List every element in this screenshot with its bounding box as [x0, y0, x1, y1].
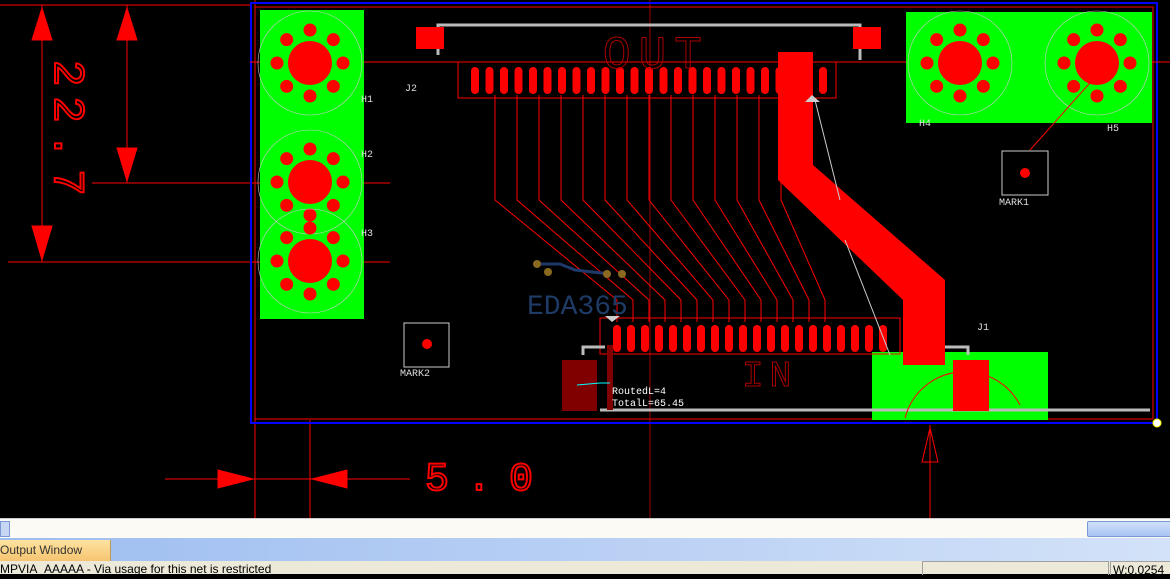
pad	[674, 67, 682, 94]
designator-h5: H5	[1107, 124, 1119, 135]
svg-text:EDA365: EDA365	[527, 292, 628, 323]
pad	[627, 325, 635, 352]
mount-pad-right	[953, 360, 989, 411]
origin-marker	[1152, 418, 1162, 428]
pad	[767, 325, 775, 352]
pad	[613, 325, 621, 352]
designator-mark2: MARK2	[400, 369, 430, 380]
pad	[601, 67, 610, 94]
pad	[514, 67, 523, 94]
pad	[837, 325, 845, 352]
dimension-vertical	[0, 4, 390, 263]
pad	[683, 325, 691, 352]
pad	[725, 325, 733, 352]
pad	[809, 325, 817, 352]
status-message: MPVIA_AAAAA - Via usage for this net is …	[0, 561, 1170, 574]
trace	[758, 95, 810, 322]
mounting-hole[interactable]	[257, 10, 363, 116]
pad	[572, 67, 581, 94]
pad	[819, 67, 827, 94]
status-field	[922, 561, 1109, 575]
pad	[529, 67, 537, 94]
trace	[626, 95, 714, 322]
pad	[587, 67, 595, 94]
pad	[543, 67, 552, 94]
dim-horizontal-label: 5.0	[425, 458, 551, 503]
pad	[746, 67, 755, 94]
pad	[753, 325, 761, 352]
pad	[717, 67, 726, 94]
trace	[714, 95, 778, 322]
pad	[851, 325, 859, 352]
mounting-hole[interactable]	[907, 10, 1013, 116]
pad	[688, 67, 697, 94]
horizontal-scrollbar[interactable]	[0, 518, 1170, 539]
fiducial-mark1[interactable]	[1001, 150, 1049, 196]
pad	[781, 325, 789, 352]
designator-h1: H1	[361, 95, 373, 106]
pad	[485, 67, 494, 94]
trace	[516, 95, 634, 322]
trace	[582, 95, 682, 322]
trace	[494, 95, 618, 322]
designator-mark1: MARK1	[999, 198, 1029, 209]
pad	[697, 325, 705, 352]
designator-j2: J2	[405, 84, 417, 95]
trace	[736, 95, 794, 322]
designator-j1: J1	[977, 323, 989, 334]
pad	[630, 67, 639, 94]
pad	[795, 325, 803, 352]
pad	[669, 325, 677, 352]
pad	[823, 325, 831, 352]
pad	[641, 325, 649, 352]
output-window-bar	[0, 538, 1170, 561]
scroll-thumb[interactable]	[1087, 521, 1170, 537]
pad	[761, 67, 769, 94]
pad	[558, 67, 566, 94]
pcb-canvas[interactable]: 22.7 5.0 E	[0, 0, 1170, 518]
width-readout: W:0.0254	[1110, 561, 1170, 577]
designator-h3: H3	[361, 229, 373, 240]
pad	[739, 325, 747, 352]
trace	[604, 95, 698, 322]
connector-j2[interactable]	[416, 23, 881, 99]
connector-j1[interactable]	[562, 317, 1150, 419]
trace	[560, 95, 666, 322]
board-outline	[250, 2, 1158, 424]
mount-pad-left	[562, 360, 597, 411]
pad	[732, 67, 740, 94]
silk-in: IN	[742, 356, 797, 397]
tab-output-window[interactable]: Output Window	[0, 540, 111, 561]
eda365-logo: EDA365	[527, 260, 628, 323]
scroll-left-button[interactable]	[0, 521, 10, 537]
pad	[655, 325, 663, 352]
mounting-hole[interactable]	[257, 129, 363, 235]
trace	[648, 95, 730, 322]
fiducial-mark2[interactable]	[403, 322, 450, 368]
pcb-layout[interactable]: 22.7 5.0 E	[0, 0, 1170, 518]
mounting-hole[interactable]	[1044, 10, 1150, 116]
trace	[670, 95, 746, 322]
designator-h4: H4	[919, 119, 931, 130]
pad	[616, 67, 624, 94]
dim-vertical-label: 22.7	[41, 60, 91, 206]
pad	[471, 67, 479, 94]
pad	[500, 67, 508, 94]
pad	[865, 325, 873, 352]
silk-out: OUT	[603, 30, 710, 82]
pad	[659, 67, 668, 94]
routed-length-label: RoutedL=4	[612, 386, 666, 398]
pad	[711, 325, 719, 352]
mounting-hole[interactable]	[257, 208, 363, 314]
wide-trace[interactable]	[778, 52, 945, 365]
trace	[538, 95, 650, 322]
designator-h2: H2	[361, 150, 373, 161]
trace	[692, 95, 762, 322]
pad	[645, 67, 653, 94]
pad	[703, 67, 711, 94]
total-length-label: TotalL=65.45	[612, 398, 684, 410]
